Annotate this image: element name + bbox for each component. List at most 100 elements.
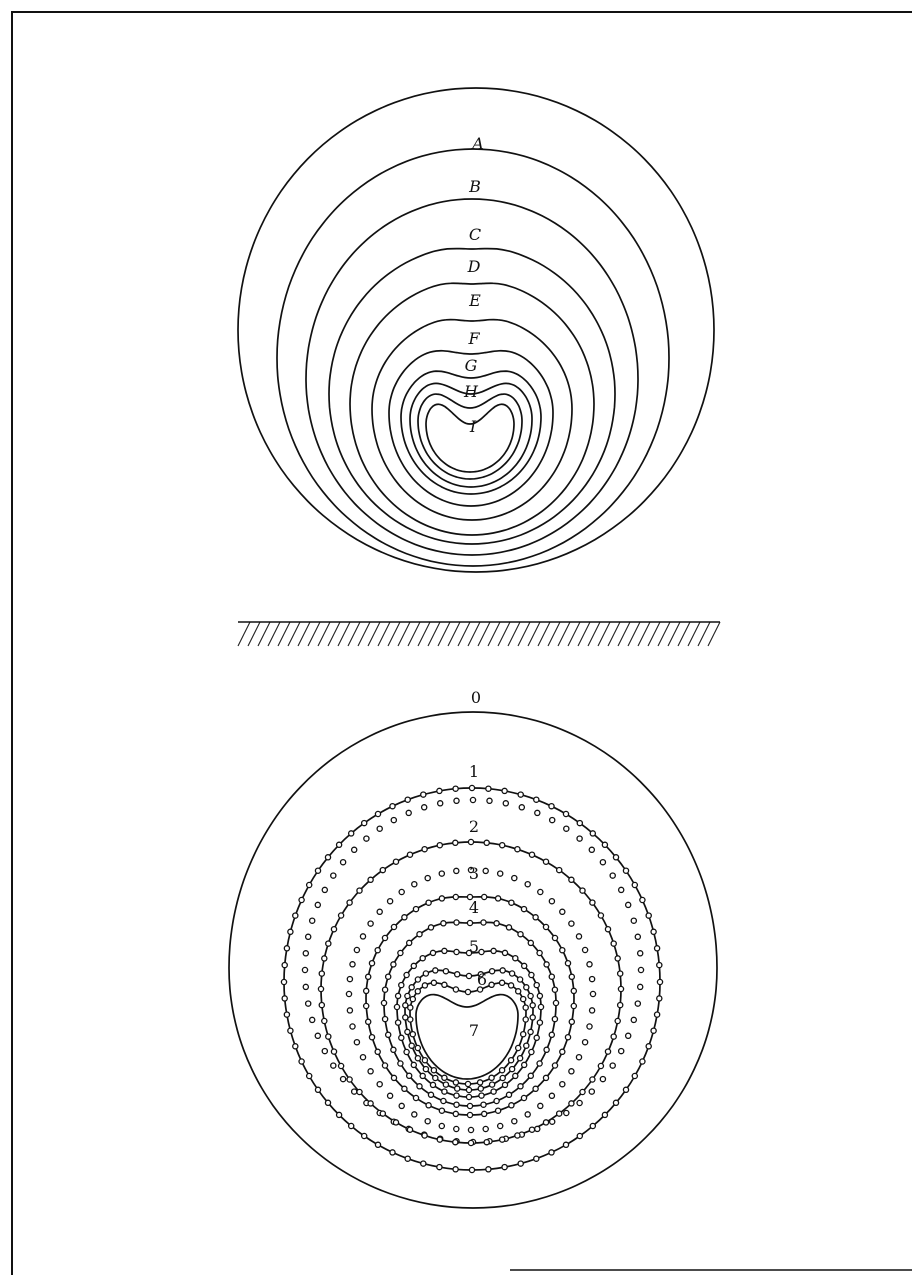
measurement-point	[655, 946, 660, 951]
measurement-point	[388, 899, 393, 904]
measurement-point	[602, 842, 607, 847]
hatch-stroke	[528, 622, 540, 646]
hatch-stroke	[558, 622, 570, 646]
label-B: B	[468, 177, 481, 196]
measurement-point	[288, 1028, 293, 1033]
label-5: 5	[469, 937, 479, 956]
measurement-point	[454, 868, 459, 873]
contour-I	[426, 404, 514, 472]
hatch-stroke	[428, 622, 440, 646]
measurement-point	[632, 882, 637, 887]
measurement-point	[491, 1089, 496, 1094]
measurement-point	[303, 984, 308, 989]
measurement-point	[341, 1077, 346, 1082]
measurement-point	[502, 1082, 507, 1087]
measurement-point	[521, 907, 526, 912]
measurement-point	[396, 993, 401, 998]
hatch-stroke	[238, 622, 250, 646]
measurement-point	[405, 1156, 410, 1161]
label-4: 4	[469, 898, 479, 917]
measurement-point	[360, 934, 365, 939]
measurement-point	[512, 1119, 517, 1124]
measurement-point	[377, 909, 382, 914]
measurement-point	[368, 1069, 373, 1074]
measurement-point	[509, 1058, 514, 1063]
measurement-point	[428, 925, 433, 930]
measurement-point	[638, 984, 643, 989]
hatch-stroke	[688, 622, 700, 646]
measurement-point	[521, 1095, 526, 1100]
hatch-stroke	[468, 622, 480, 646]
measurement-point	[331, 1063, 336, 1068]
measurement-point	[587, 962, 592, 967]
measurement-point	[509, 983, 514, 988]
measurement-point	[560, 948, 565, 953]
measurement-point	[454, 949, 459, 954]
measurement-point	[411, 963, 416, 968]
measurement-point	[646, 913, 651, 918]
measurement-point	[455, 972, 460, 977]
hatch-stroke	[478, 622, 490, 646]
hatch-stroke	[338, 622, 350, 646]
measurement-point	[613, 855, 618, 860]
measurement-point	[580, 1089, 585, 1094]
measurement-point	[431, 1068, 436, 1073]
measurement-point	[560, 1082, 565, 1087]
measurement-point	[315, 868, 320, 873]
measurement-point	[393, 1120, 398, 1125]
measurement-point	[337, 842, 342, 847]
hatch-stroke	[328, 622, 340, 646]
measurement-point	[537, 1020, 542, 1025]
measurement-point	[638, 967, 643, 972]
label-G: G	[465, 356, 478, 375]
measurement-point	[565, 1035, 570, 1040]
measurement-point	[454, 920, 459, 925]
measurement-point	[368, 1101, 373, 1106]
measurement-point	[383, 1017, 388, 1022]
measurement-point	[565, 961, 570, 966]
measurement-point	[455, 1086, 460, 1091]
measurement-point	[443, 1082, 448, 1087]
measurement-point	[307, 1073, 312, 1078]
label-A: A	[470, 134, 484, 153]
measurement-point	[315, 902, 320, 907]
measurement-point	[580, 888, 585, 893]
measurement-point	[390, 1150, 395, 1155]
measurement-point	[560, 1049, 565, 1054]
measurement-point	[610, 1063, 615, 1068]
measurement-point	[478, 1086, 483, 1091]
measurement-point	[479, 949, 484, 954]
measurement-point	[535, 1126, 540, 1131]
measurement-point	[391, 1075, 396, 1080]
measurement-point	[483, 868, 488, 873]
hatch-stroke	[348, 622, 360, 646]
measurement-point	[638, 951, 643, 956]
measurement-point	[454, 1102, 459, 1107]
measurement-point	[516, 1045, 521, 1050]
measurement-point	[538, 1004, 543, 1009]
measurement-point	[437, 1137, 442, 1142]
measurement-point	[635, 1001, 640, 1006]
measurement-point	[543, 859, 548, 864]
measurement-point	[407, 940, 412, 945]
measurement-point	[433, 1075, 438, 1080]
measurement-point	[500, 968, 505, 973]
measurement-point	[467, 920, 472, 925]
measurement-point	[550, 818, 555, 823]
measurement-point	[626, 902, 631, 907]
measurement-point	[552, 987, 557, 992]
measurement-point	[377, 826, 382, 831]
measurement-point	[404, 1049, 409, 1054]
measurement-point	[415, 1045, 420, 1050]
hatch-stroke	[578, 622, 590, 646]
measurement-point	[339, 913, 344, 918]
hatch-stroke	[248, 622, 260, 646]
measurement-point	[390, 804, 395, 809]
measurement-point	[382, 935, 387, 940]
measurement-point	[605, 1049, 610, 1054]
label-0: 0	[471, 688, 481, 707]
measurement-point	[518, 1084, 523, 1089]
measurement-point	[512, 876, 517, 881]
measurement-point	[391, 962, 396, 967]
measurement-point	[577, 821, 582, 826]
